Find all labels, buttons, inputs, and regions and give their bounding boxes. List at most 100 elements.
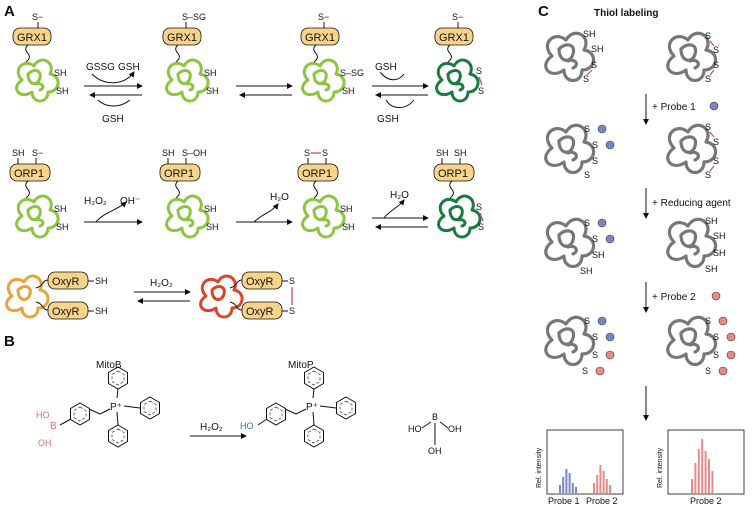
grx1-row: S− GRX1 SH SH GSSG GSH GSH S–SG GRX1 SH …: [12, 12, 484, 125]
boric-b: B: [432, 412, 438, 422]
orp1-sh-b-1: SH: [56, 222, 69, 232]
orp1-sh-b-3: SH: [342, 222, 355, 232]
orp1-label-1: ORP1: [14, 168, 44, 180]
grx1-s-4a: S: [476, 66, 482, 76]
c3r-sh-b: SH: [713, 231, 726, 241]
orp1-sh-4b: SH: [454, 148, 467, 158]
orp1-box-1: [9, 163, 51, 182]
orp1-step2: H₂O: [270, 192, 289, 203]
c3-sh-d: SH: [580, 266, 593, 276]
c1r-s-a: S: [705, 31, 711, 41]
c3r-sh-c: SH: [713, 248, 726, 258]
c2-s-a: S: [584, 124, 590, 134]
c1-sh-a: SH: [583, 29, 596, 39]
panel-label-a: A: [4, 3, 15, 20]
orp1-label-4: ORP1: [438, 168, 468, 180]
c4r-probe2-d: [718, 366, 728, 376]
orp1-sh-b-2: SH: [206, 222, 219, 232]
spectrum-left-xlabel-2: Probe 2: [586, 496, 618, 506]
c4r-s-d: S: [705, 366, 711, 376]
orp1-row: SH S− ORP1 SH SH H₂O₂ OH⁻ SH S–OH ORP1 S…: [9, 148, 484, 239]
orp1-label-3: ORP1: [302, 168, 332, 180]
grx1-step1-right: GSH: [118, 62, 140, 73]
mitob-label: MitoB: [96, 360, 122, 371]
orp1-step1-right: OH⁻: [120, 196, 140, 207]
c2r-s-d: S: [705, 170, 711, 180]
oxyr-step: H₂O₂: [150, 278, 173, 289]
mitop-ho: HO: [240, 421, 254, 431]
oxyr-sh-top: SH: [95, 276, 108, 286]
oxyr-s-bot: S: [289, 306, 295, 316]
c1r-s-d: S: [705, 74, 711, 84]
orp1-s-4a: S: [476, 202, 482, 212]
c4-probe2-d: [595, 366, 605, 376]
c4-probe1-a: [597, 316, 607, 326]
c4-s-b: S: [592, 332, 598, 342]
mitop-p: P⁺: [306, 402, 318, 413]
orp1-sh-a-2: SH: [204, 204, 217, 214]
grx1-sh-b-3: SH: [342, 86, 355, 96]
oxyr-sh-bot: SH: [95, 306, 108, 316]
boric-oh1: OH: [448, 424, 462, 434]
c2-s-d: S: [584, 170, 590, 180]
orp1-sh-1: SH: [12, 148, 25, 158]
oxyr-s-top: S: [289, 276, 295, 286]
grx1-step3-bottom: GSH: [377, 114, 399, 125]
c3-s-a: S: [584, 218, 590, 228]
c2-s-b: S: [592, 140, 598, 150]
c4r-s-c: S: [713, 350, 719, 360]
mitop-label: MitoP: [288, 360, 314, 371]
orp1-box-3: [297, 163, 339, 182]
c4r-probe2-c: [726, 350, 736, 360]
c4r-probe2-a: [718, 316, 728, 326]
c3r-sh-a: SH: [705, 216, 718, 226]
grx1-box-1: [12, 27, 52, 46]
grx1-step3-top: GSH: [375, 62, 397, 73]
panel-b: MitoB MitoP B HO OH P⁺ H₂O₂ HO P⁺ H: [36, 360, 462, 456]
mitob-p: P⁺: [110, 402, 122, 413]
orp1-sh-2: SH: [162, 148, 175, 158]
step-reducing: + Reducing agent: [652, 198, 731, 209]
orp1-s-3a: S: [304, 148, 310, 158]
c4-probe1-b: [605, 332, 615, 342]
thiol-labeling-title: Thiol labeling: [594, 8, 658, 19]
orp1-step3: H₂O: [390, 190, 409, 201]
panel-c: Thiol labeling SH SH S S S S S S + Probe…: [536, 8, 745, 506]
spectrum-right-xlabel: Probe 2: [690, 496, 722, 506]
c1r-s-c: S: [713, 60, 719, 70]
c1-s-a: S: [591, 60, 597, 70]
grx1-box-4: [434, 27, 474, 46]
orp1-sulfenic-2: S–OH: [182, 148, 207, 158]
orp1-box-4: [433, 163, 475, 182]
grx1-thiolate-4: S−: [452, 12, 463, 22]
c4-probe2-c: [605, 350, 615, 360]
grx1-sh-a-1: SH: [54, 68, 67, 78]
grx1-label-1: GRX1: [17, 32, 47, 44]
reagent-h2o2: H₂O₂: [200, 422, 223, 433]
step-probe2: + Probe 2: [652, 292, 696, 303]
c4r-s-a: S: [705, 316, 711, 326]
grx1-step1-top: GSSG: [86, 62, 115, 73]
spectrum-left-xlabel-1: Probe 1: [548, 496, 580, 506]
c1r-s-b: S: [713, 45, 719, 55]
spectrum-left-bars: [559, 465, 611, 493]
mitob-b: B: [50, 421, 57, 432]
grx1-box-2: [162, 27, 202, 46]
oxyr-label-bot-1: OxyR: [52, 306, 80, 318]
probe2-legend: [711, 291, 721, 301]
grx1-sh-a-2: SH: [204, 68, 217, 78]
grx1-label-2: GRX1: [167, 32, 197, 44]
c2r-s-b: S: [713, 137, 719, 147]
c4r-probe2-b: [726, 332, 736, 342]
boric-oh2: OH: [428, 446, 442, 456]
c4r-s-b: S: [713, 332, 719, 342]
grx1-label-3: GRX1: [305, 32, 335, 44]
c3-sh-c: SH: [592, 250, 605, 260]
c4-s-a: S: [584, 316, 590, 326]
grx1-sh-b-2: SH: [206, 86, 219, 96]
orp1-s-3b: S: [322, 148, 328, 158]
c2r-s-a: S: [705, 122, 711, 132]
orp1-sh-a-1: SH: [54, 204, 67, 214]
mitob-ho: HO: [36, 410, 50, 420]
c3r-sh-d: SH: [705, 264, 718, 274]
